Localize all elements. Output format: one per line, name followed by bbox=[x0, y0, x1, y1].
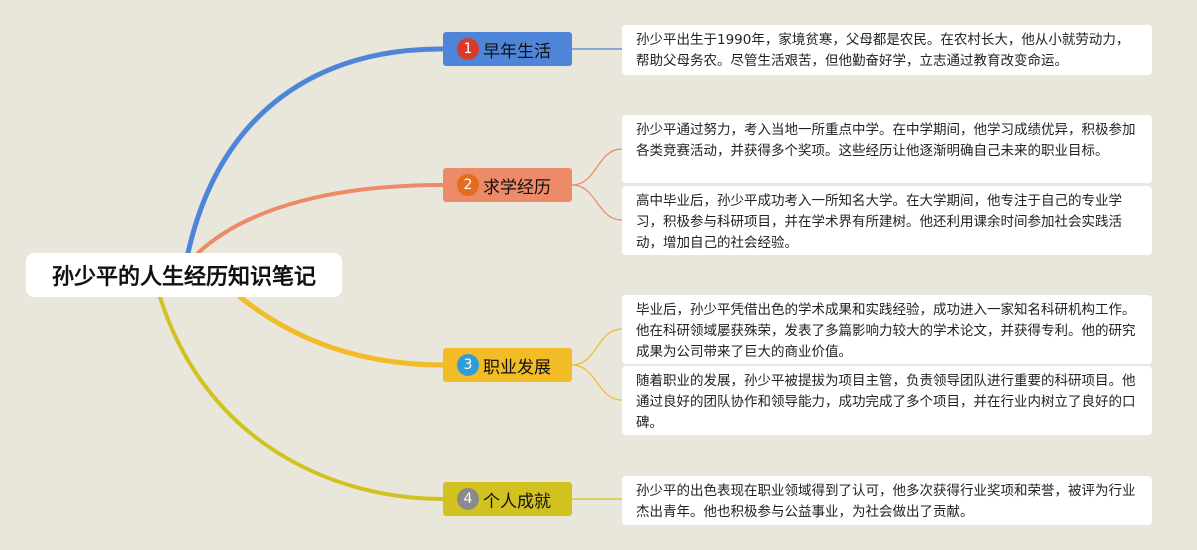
note-university[interactable]: 高中毕业后，孙少平成功考入一所知名大学。在大学期间，他专注于自己的专业学习，积极… bbox=[622, 186, 1152, 255]
link-root-career bbox=[237, 294, 446, 368]
branch-education[interactable]: 2 求学经历 bbox=[443, 168, 572, 202]
number-badge-4: 4 bbox=[457, 488, 479, 510]
link-education-note-1 bbox=[571, 148, 623, 186]
note-text: 孙少平的出色表现在职业领域得到了认可，他多次获得行业奖项和荣誉，被评为行业杰出青… bbox=[636, 483, 1136, 520]
note-middle-school[interactable]: 孙少平通过努力，考入当地一所重点中学。在中学期间，他学习成绩优异，积极参加各类竞… bbox=[622, 115, 1152, 183]
root-topic[interactable]: 孙少平的人生经历知识笔记 bbox=[26, 253, 342, 297]
note-text: 孙少平出生于1990年，家境贫寒，父母都是农民。在农村长大，他从小就劳动力，帮助… bbox=[636, 32, 1130, 69]
number-badge-3: 3 bbox=[457, 354, 479, 376]
branch-label: 职业发展 bbox=[483, 357, 551, 378]
link-root-achievement bbox=[158, 295, 445, 501]
branch-label: 求学经历 bbox=[483, 177, 551, 198]
note-research-job[interactable]: 毕业后，孙少平凭借出色的学术成果和实践经验，成功进入一家知名科研机构工作。他在科… bbox=[622, 295, 1152, 364]
link-career-note-1 bbox=[571, 328, 623, 366]
note-project-lead[interactable]: 随着职业的发展，孙少平被提拔为项目主管，负责领导团队进行重要的科研项目。他通过良… bbox=[622, 366, 1152, 435]
branch-label: 早年生活 bbox=[483, 41, 551, 62]
branch-achievement[interactable]: 4 个人成就 bbox=[443, 482, 572, 516]
link-career-note-2 bbox=[571, 364, 623, 401]
link-education-note-2 bbox=[571, 184, 623, 221]
branch-career[interactable]: 3 职业发展 bbox=[443, 348, 572, 382]
number-badge-2: 2 bbox=[457, 174, 479, 196]
branch-label: 个人成就 bbox=[483, 491, 551, 512]
note-text: 高中毕业后，孙少平成功考入一所知名大学。在大学期间，他专注于自己的专业学习，积极… bbox=[636, 193, 1122, 251]
note-early-life[interactable]: 孙少平出生于1990年，家境贫寒，父母都是农民。在农村长大，他从小就劳动力，帮助… bbox=[622, 25, 1152, 75]
root-title: 孙少平的人生经历知识笔记 bbox=[51, 265, 316, 290]
note-text: 孙少平通过努力，考入当地一所重点中学。在中学期间，他学习成绩优异，积极参加各类竞… bbox=[636, 122, 1136, 159]
branch-early-life[interactable]: 1 早年生活 bbox=[443, 32, 572, 66]
note-text: 毕业后，孙少平凭借出色的学术成果和实践经验，成功进入一家知名科研机构工作。他在科… bbox=[636, 302, 1136, 360]
link-root-education bbox=[196, 183, 445, 255]
note-text: 随着职业的发展，孙少平被提拔为项目主管，负责领导团队进行重要的科研项目。他通过良… bbox=[636, 373, 1136, 431]
number-badge-1: 1 bbox=[457, 38, 479, 60]
note-achievements[interactable]: 孙少平的出色表现在职业领域得到了认可，他多次获得行业奖项和荣誉，被评为行业杰出青… bbox=[622, 476, 1152, 525]
link-root-early-life bbox=[185, 46, 446, 256]
